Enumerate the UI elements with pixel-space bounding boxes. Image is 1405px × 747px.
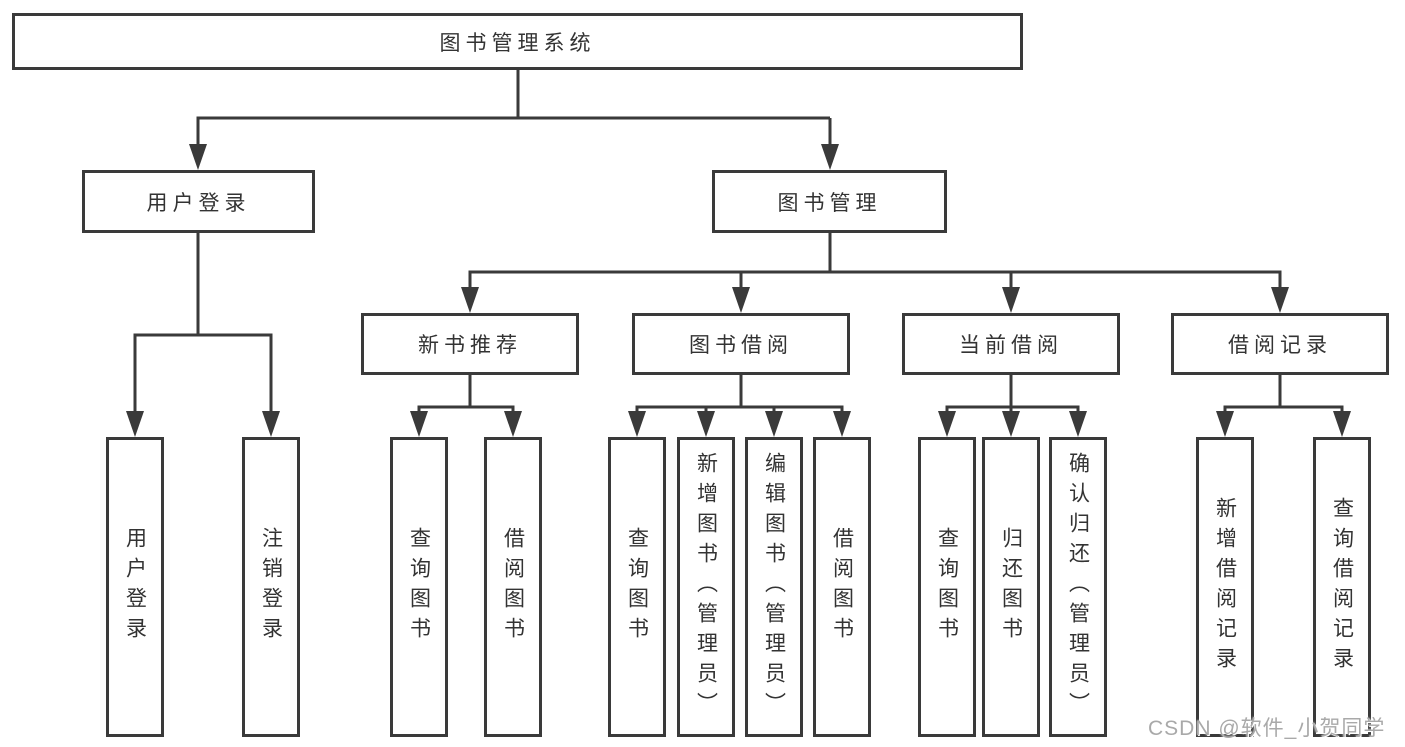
leaf-user-login-label: 用户登录 xyxy=(123,527,147,647)
leaf-records-add-record: 新增借阅记录 xyxy=(1196,437,1254,737)
leaf-borrow-borrow-books-label: 借阅图书 xyxy=(830,527,854,647)
leaf-borrow-add-books-admin: 新增图书（管理员） xyxy=(677,437,735,737)
leaf-current-confirm-return-admin-label: 确认归还（管理员） xyxy=(1066,452,1090,722)
leaf-current-query-books: 查询图书 xyxy=(918,437,976,737)
leaf-borrow-query-books-label: 查询图书 xyxy=(625,527,649,647)
leaf-recommend-borrow-books-label: 借阅图书 xyxy=(501,527,525,647)
csdn-watermark: CSDN @软件_小贺同学 xyxy=(1148,717,1386,740)
leaf-borrow-add-books-admin-label: 新增图书（管理员） xyxy=(694,452,718,722)
leaf-current-return-books: 归还图书 xyxy=(982,437,1040,737)
node-root-system: 图书管理系统 xyxy=(12,13,1023,70)
leaf-current-query-books-label: 查询图书 xyxy=(935,527,959,647)
leaf-borrow-edit-books-admin-label: 编辑图书（管理员） xyxy=(762,452,786,722)
leaf-records-query-record-label: 查询借阅记录 xyxy=(1330,497,1354,677)
leaf-logout: 注销登录 xyxy=(242,437,300,737)
leaf-records-add-record-label: 新增借阅记录 xyxy=(1213,497,1237,677)
leaf-logout-label: 注销登录 xyxy=(259,527,283,647)
leaf-borrow-borrow-books: 借阅图书 xyxy=(813,437,871,737)
leaf-records-query-record: 查询借阅记录 xyxy=(1313,437,1371,737)
node-new-book-recommend: 新书推荐 xyxy=(361,313,579,375)
node-book-management: 图书管理 xyxy=(712,170,947,233)
leaf-current-confirm-return-admin: 确认归还（管理员） xyxy=(1049,437,1107,737)
leaf-borrow-query-books: 查询图书 xyxy=(608,437,666,737)
node-book-borrow: 图书借阅 xyxy=(632,313,850,375)
leaf-borrow-edit-books-admin: 编辑图书（管理员） xyxy=(745,437,803,737)
node-borrow-records: 借阅记录 xyxy=(1171,313,1389,375)
leaf-recommend-query-books-label: 查询图书 xyxy=(407,527,431,647)
node-user-login: 用户登录 xyxy=(82,170,315,233)
leaf-recommend-borrow-books: 借阅图书 xyxy=(484,437,542,737)
leaf-recommend-query-books: 查询图书 xyxy=(390,437,448,737)
leaf-user-login: 用户登录 xyxy=(106,437,164,737)
leaf-current-return-books-label: 归还图书 xyxy=(999,527,1023,647)
node-current-borrow: 当前借阅 xyxy=(902,313,1120,375)
